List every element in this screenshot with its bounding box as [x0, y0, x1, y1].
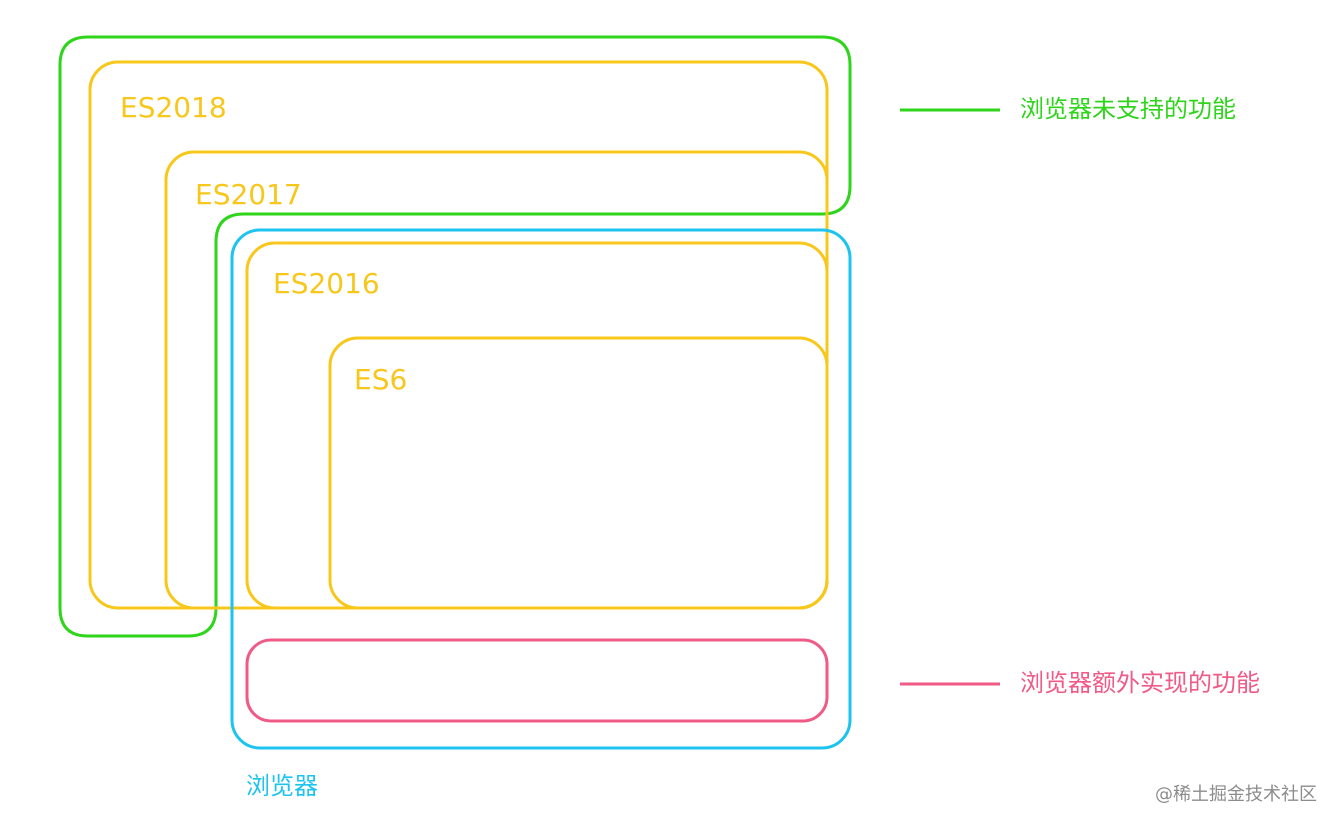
legend-extra-text: 浏览器额外实现的功能	[1020, 669, 1260, 697]
es2016-label: ES2016	[273, 267, 380, 300]
es2017-label: ES2017	[195, 178, 302, 211]
extra-features-box	[245, 638, 829, 723]
legend-unsupported-text: 浏览器未支持的功能	[1020, 95, 1236, 123]
watermark: @稀土掘金技术社区	[1155, 784, 1317, 805]
browser-label: 浏览器	[246, 772, 318, 800]
es2017-box	[164, 150, 829, 610]
es6-label: ES6	[354, 363, 407, 396]
es2018-label: ES2018	[120, 91, 227, 124]
browser-box	[230, 228, 852, 750]
es2018-box	[88, 60, 829, 610]
es6-box	[328, 336, 829, 610]
unsupported-region-outline	[58, 35, 852, 638]
